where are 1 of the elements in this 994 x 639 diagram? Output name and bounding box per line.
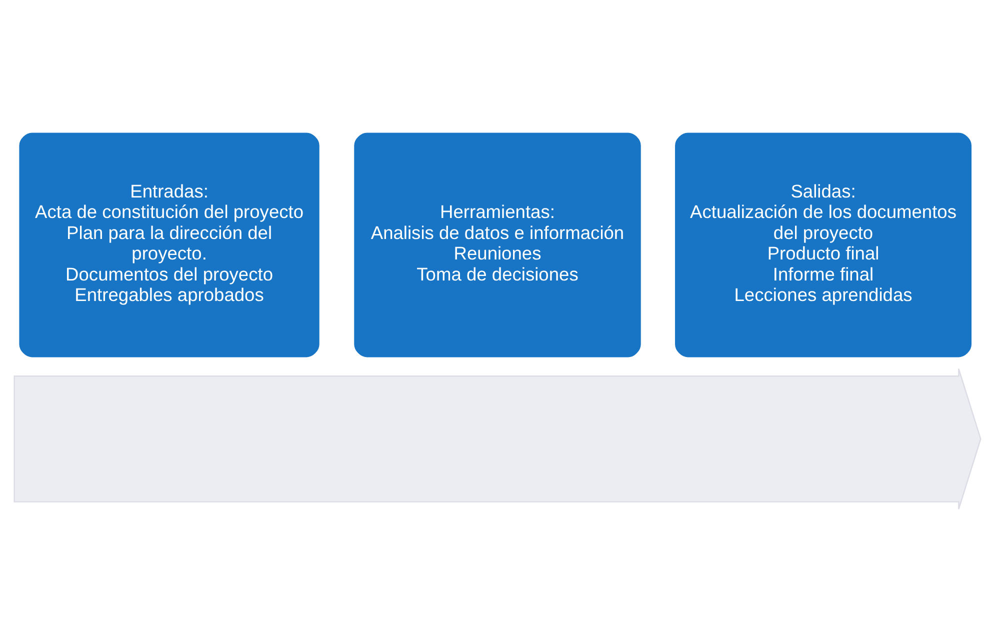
node-arrow [13, 368, 981, 510]
